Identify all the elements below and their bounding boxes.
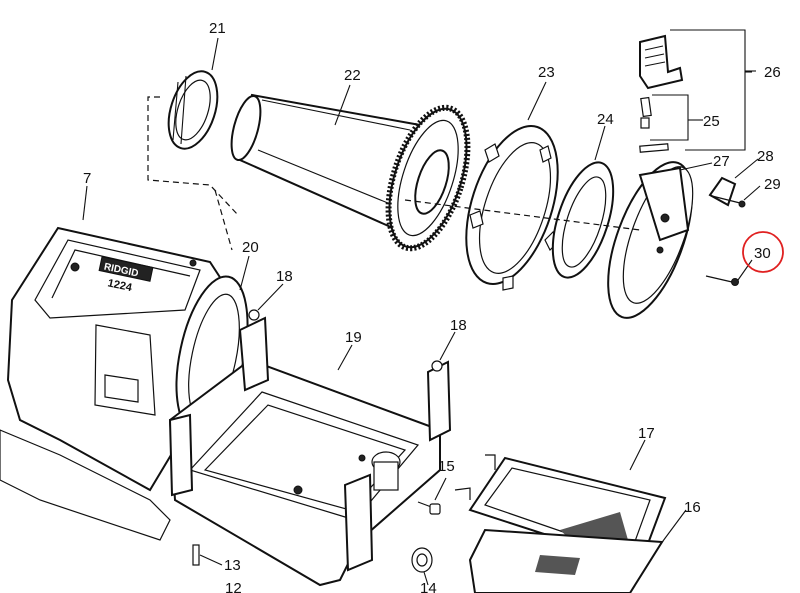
part-22-gear xyxy=(385,104,471,252)
callout-26: 26 xyxy=(764,64,781,81)
callout-labels: 21 22 23 24 26 25 27 28 29 30 7 20 18 19… xyxy=(83,20,784,593)
callout-28: 28 xyxy=(757,148,774,165)
part-19-frame xyxy=(168,316,452,587)
part-28-plate xyxy=(708,176,737,207)
callout-23: 23 xyxy=(538,64,555,81)
callout-12: 12 xyxy=(225,580,242,593)
callout-20: 20 xyxy=(242,239,259,256)
callout-25: 25 xyxy=(703,113,720,130)
part-16-lower-tray xyxy=(468,528,664,593)
callout-18-left: 18 xyxy=(276,268,293,285)
housing-model-text: 1224 xyxy=(107,277,134,294)
part-23-scroll-ring xyxy=(465,125,559,291)
part-21-ring xyxy=(167,70,219,150)
callout-18-right: 18 xyxy=(450,317,467,334)
leader-lines xyxy=(82,37,761,586)
assembly-dashed-lines xyxy=(147,96,641,251)
callout-13: 13 xyxy=(224,557,241,574)
callout-30: 30 xyxy=(754,245,771,262)
part-18-pin-left xyxy=(248,309,260,321)
callout-29: 29 xyxy=(764,176,781,193)
part-22-spindle-tube xyxy=(230,93,421,242)
part-15-bolt xyxy=(417,501,441,515)
part-30-screw xyxy=(705,275,739,286)
callout-19: 19 xyxy=(345,329,362,346)
callout-14: 14 xyxy=(420,580,437,593)
callout-22: 22 xyxy=(344,67,361,84)
callout-16: 16 xyxy=(684,499,701,516)
part-18-pin-right xyxy=(431,360,443,372)
callout-27: 27 xyxy=(713,153,730,170)
callout-24: 24 xyxy=(597,111,614,128)
callout-15: 15 xyxy=(438,458,455,475)
part-14-nut xyxy=(411,547,433,573)
bracket-lines-25-26 xyxy=(650,29,752,151)
part-27-chuck-cover xyxy=(607,161,694,319)
callout-30-highlight xyxy=(742,231,784,273)
part-29-screw xyxy=(711,195,746,208)
part-24-bearing-ring xyxy=(551,161,615,279)
part-13-stud xyxy=(192,544,200,566)
part-26-jaw xyxy=(639,34,684,90)
callout-17: 17 xyxy=(638,425,655,442)
part-25-spring-pin xyxy=(639,96,669,153)
callout-7: 7 xyxy=(83,170,91,187)
callout-21: 21 xyxy=(209,20,226,37)
